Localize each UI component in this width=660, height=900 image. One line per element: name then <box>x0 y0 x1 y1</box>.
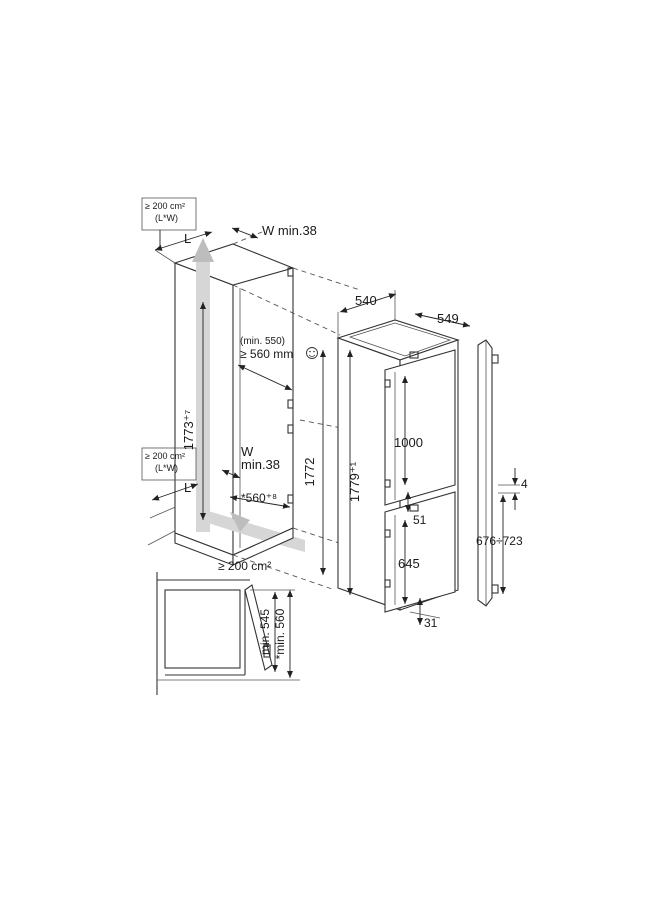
vent-top-area-line1: ≥ 200 cm² <box>145 201 185 211</box>
niche-depth-dim <box>237 364 293 391</box>
bottom-W-label-1: W <box>241 444 254 459</box>
gap-label: 51 <box>413 513 427 527</box>
niche-depth-label: ≥ 560 mm <box>240 347 293 361</box>
section-depth-2-label: *min. 560 <box>273 608 287 659</box>
appliance-dims <box>337 290 471 625</box>
upper-door-label: 1000 <box>394 435 423 450</box>
appliance-width-label: 540 <box>355 293 377 308</box>
smiley-icon <box>306 347 318 359</box>
vent-bottom-area-line2: (L*W) <box>155 463 178 473</box>
furniture-door <box>477 339 520 607</box>
top-W-label: W min.38 <box>262 223 317 238</box>
bottom-W-label-2: min.38 <box>241 457 280 472</box>
hinge-offset-label: 4 <box>521 477 528 491</box>
lower-door-label: 645 <box>398 556 420 571</box>
niche-height-tol-label: 1773⁺⁷ <box>181 409 196 450</box>
bottom-L-label: L <box>184 480 191 495</box>
niche-width-label: *560⁺⁸ <box>241 491 277 505</box>
cabinet-niche <box>147 238 305 566</box>
appliance-depth-label: 549 <box>437 311 459 326</box>
bottom-vent-dims <box>141 447 291 509</box>
projection-lines <box>232 231 361 591</box>
appliance-height-label: 1779⁺¹ <box>347 461 362 502</box>
bottom-offset-label: 31 <box>424 616 438 630</box>
plinth-vent-area-label: ≥ 200 cm² <box>218 559 271 573</box>
niche-depth-min-label: (min. 550) <box>240 336 285 347</box>
vent-bottom-area-line1: ≥ 200 cm² <box>145 451 185 461</box>
door-range-label: 676÷723 <box>476 534 523 548</box>
top-L-label: L <box>184 231 191 246</box>
vent-top-area-line2: (L*W) <box>155 213 178 223</box>
section-depth-1-label: min. 545 <box>258 609 272 655</box>
airflow-arrow-up-icon <box>192 238 214 262</box>
top-vent-dims <box>141 197 259 264</box>
niche-height-label: 1772 <box>302 458 317 487</box>
section-detail <box>156 572 300 695</box>
